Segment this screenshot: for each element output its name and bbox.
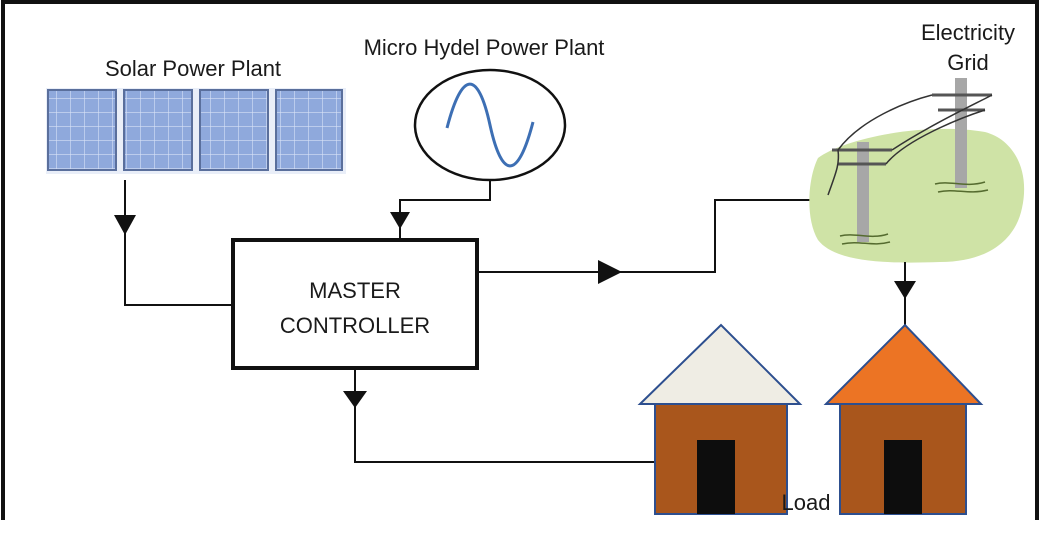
power-transmission-tower-icon: [809, 78, 1025, 263]
controller-to-grid-line: [477, 199, 815, 273]
solar-flow-arrow: [114, 215, 136, 235]
sine-wave-generator-icon: [413, 68, 567, 182]
controller-to-grid-arrow: [598, 260, 622, 284]
controller-to-load-line: [354, 368, 655, 463]
hydel-plant-label: Micro Hydel Power Plant: [364, 35, 605, 60]
controller-label-line2: CONTROLLER: [280, 313, 430, 338]
solar-panel-icon: [46, 88, 346, 174]
house-icon-right: [823, 323, 984, 515]
house-icon: [637, 323, 803, 515]
solar-plant-label: Solar Power Plant: [105, 56, 281, 81]
grid-label-line1: Electricity: [921, 20, 1015, 45]
outer-frame: [1, 0, 1039, 520]
hydel-connection-line: [399, 180, 491, 240]
solar-connection-line: [124, 180, 233, 306]
hydel-flow-arrow: [390, 212, 410, 229]
controller-label-line1: MASTER: [309, 278, 401, 303]
load-label: Load: [782, 490, 831, 515]
master-controller-box: [231, 238, 479, 370]
grid-to-house-arrow: [894, 281, 916, 299]
load-flow-arrow: [343, 391, 367, 408]
grid-label-line2: Grid: [947, 50, 989, 75]
